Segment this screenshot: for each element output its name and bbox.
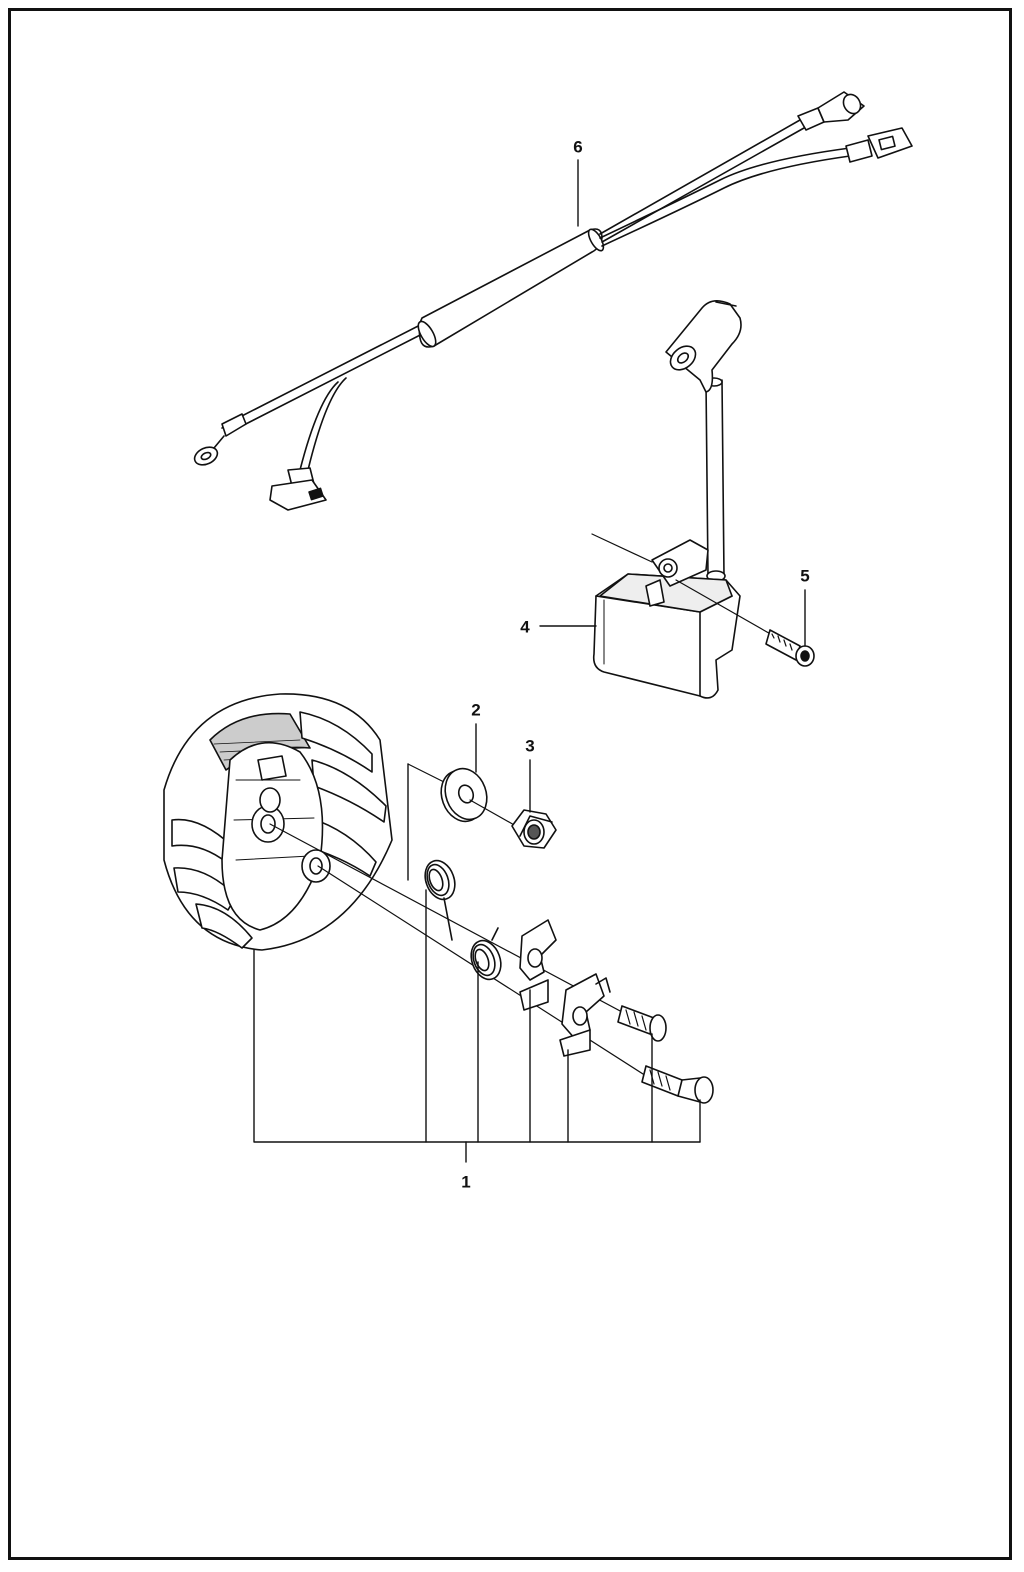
pawl-icon	[519, 919, 611, 1057]
spring-icon	[424, 859, 502, 981]
pin-icon	[617, 1005, 714, 1104]
ignition-coil-icon	[591, 300, 742, 699]
leader-lines	[253, 159, 806, 1163]
callout-4: 4	[520, 617, 530, 637]
washer-icon	[407, 763, 517, 827]
wiring-harness-icon	[193, 91, 913, 511]
nut-icon	[511, 809, 557, 849]
callout-3: 3	[525, 736, 535, 756]
callout-1: 1	[461, 1172, 471, 1192]
callout-5: 5	[800, 566, 810, 586]
flywheel-assembly-icon	[163, 693, 714, 1104]
callout-6: 6	[573, 137, 583, 157]
callout-2: 2	[471, 700, 481, 720]
